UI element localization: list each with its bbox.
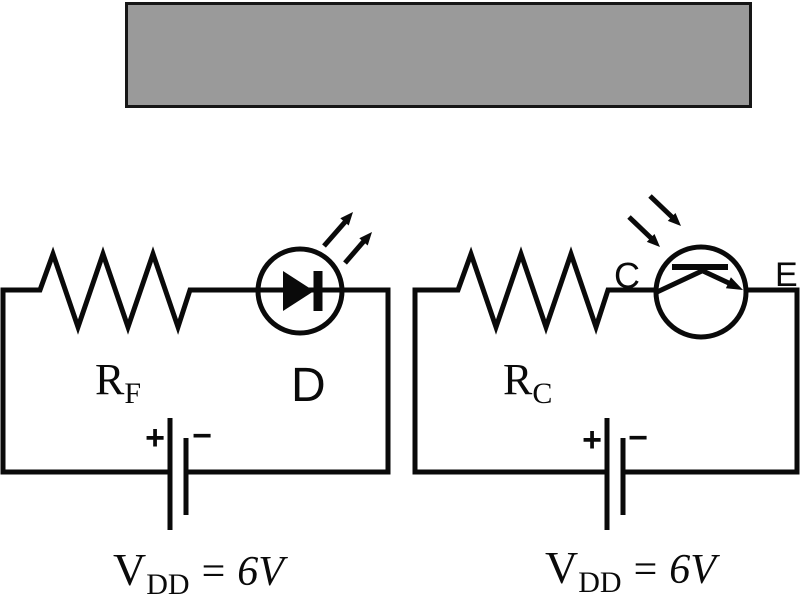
diode-triangle: [283, 271, 314, 311]
battery-plus-label: +: [582, 421, 602, 459]
supply-voltage-label: VDD=6V: [545, 542, 720, 599]
light-arrow: [322, 220, 347, 248]
phototransistor-symbol: [653, 244, 749, 340]
light-arrow: [627, 215, 653, 240]
collector-terminal-label: C: [614, 255, 640, 296]
wire: [625, 287, 800, 475]
light-arrow: [343, 239, 366, 265]
resistor-rf-label: RF: [95, 355, 141, 410]
light-arrowhead: [667, 213, 681, 226]
led-symbol: [255, 246, 345, 336]
resistor-rc-label: RC: [503, 355, 552, 410]
light-arrowhead: [340, 212, 353, 226]
emitter-arrowhead: [725, 277, 743, 290]
phototransistor-circuit: RC C E + − VDD=6V: [412, 194, 800, 599]
light-arrow: [648, 194, 674, 219]
incident-light-arrows: [627, 194, 681, 247]
gray-banner: [125, 2, 752, 108]
light-arrowhead: [646, 234, 660, 247]
battery-minus-label: −: [628, 419, 648, 457]
led-circuit: RF D + − VDD=6V: [0, 212, 391, 600]
wire: [412, 246, 656, 475]
battery-minus-label: −: [192, 417, 212, 455]
wire: [0, 246, 391, 475]
battery-plus-label: +: [145, 419, 165, 457]
light-arrowhead: [359, 232, 372, 246]
supply-voltage-label: VDD=6V: [113, 544, 288, 600]
light-emission-arrows: [322, 212, 372, 265]
collector-line: [655, 267, 706, 295]
diode-d-label: D: [291, 359, 326, 412]
emitter-line: [701, 268, 735, 288]
emitter-terminal-label: E: [775, 256, 798, 294]
